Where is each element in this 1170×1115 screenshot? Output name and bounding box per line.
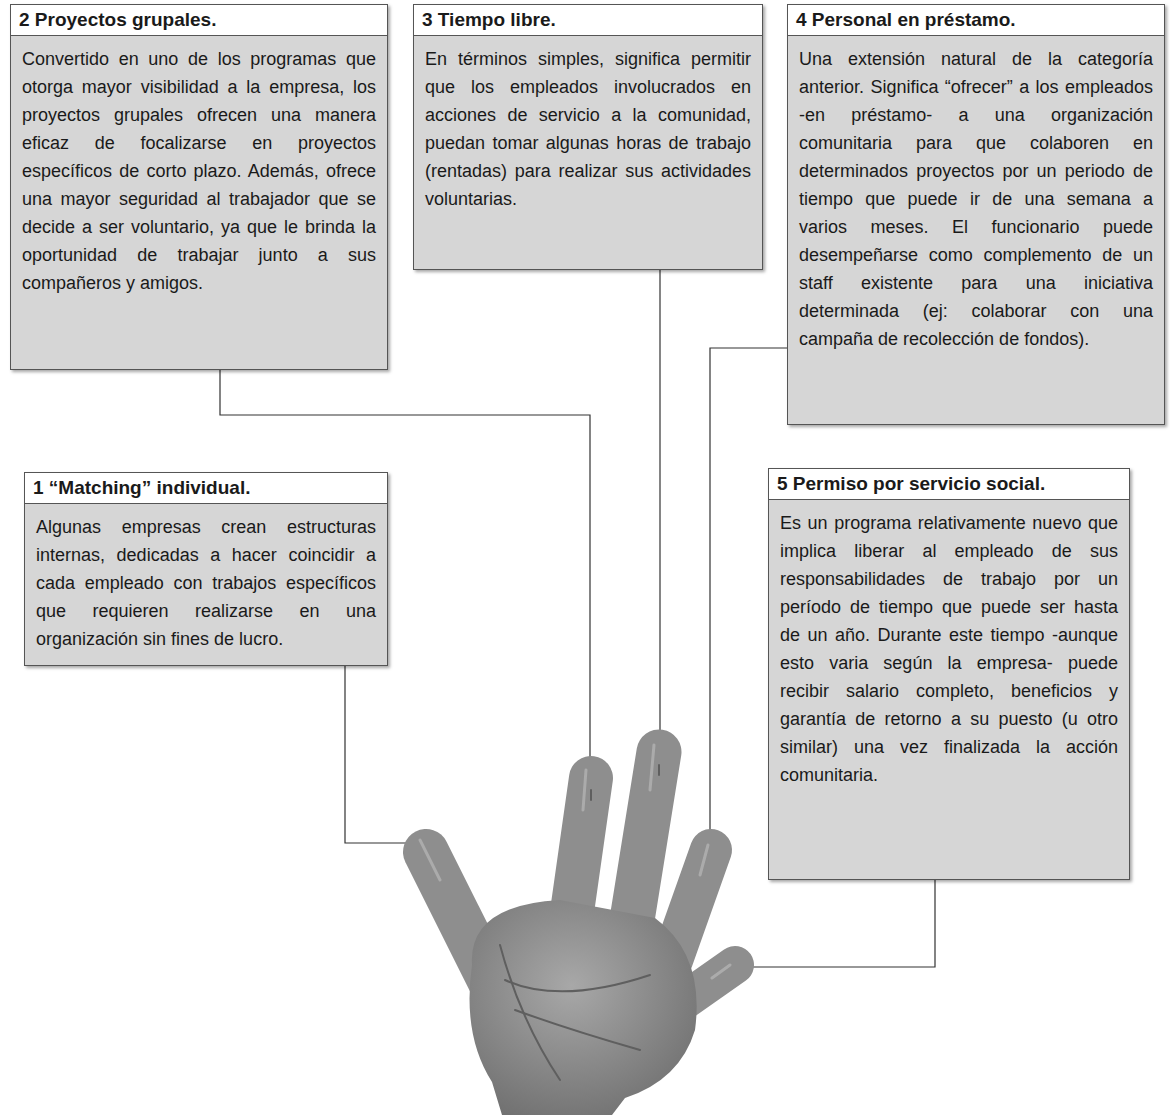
box-body: Algunas empresas crean estructuras inter… [25,504,387,663]
box-heading: 5 Permiso por servicio social. [769,469,1129,500]
box-heading: 4 Personal en préstamo. [788,5,1164,36]
box-heading: 1 “Matching” individual. [25,473,387,504]
box-body: Convertido en uno de los programas que o… [11,36,387,307]
box-body: En términos simples, significa permitir … [414,36,762,223]
leader-line [752,880,935,967]
info-box: 3 Tiempo libre.En términos simples, sign… [413,4,763,270]
info-box: 1 “Matching” individual.Algunas empresas… [24,472,388,666]
hand [420,745,735,1115]
leader-line [659,270,660,740]
info-box: 5 Permiso por servicio social.Es un prog… [768,468,1130,880]
info-box: 4 Personal en préstamo.Una extensión nat… [787,4,1165,425]
box-heading: 3 Tiempo libre. [414,5,762,36]
leader-line [345,655,412,843]
info-box: 2 Proyectos grupales.Convertido en uno d… [10,4,388,370]
box-body: Es un programa relativamente nuevo que i… [769,500,1129,799]
box-heading: 2 Proyectos grupales. [11,5,387,36]
box-body: Una extensión natural de la categoría an… [788,36,1164,363]
